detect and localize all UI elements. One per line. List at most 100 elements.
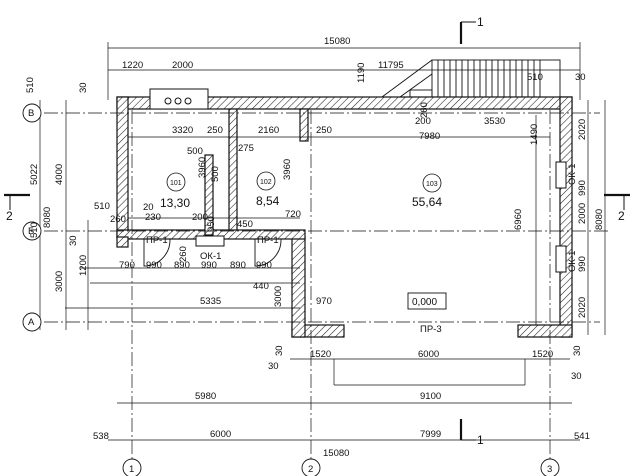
svg-text:500: 500 <box>187 146 203 157</box>
svg-text:2000: 2000 <box>172 60 193 71</box>
axis-bubbles <box>22 103 560 476</box>
section-mark-right: 2 <box>618 209 625 223</box>
svg-text:720: 720 <box>285 209 301 220</box>
svg-text:950: 950 <box>206 216 217 232</box>
axis-label-v: В <box>28 108 34 119</box>
label-ok1-right-top: ОК-1 <box>567 164 578 185</box>
svg-text:5335: 5335 <box>200 296 221 307</box>
svg-text:6000: 6000 <box>418 349 439 360</box>
svg-text:541: 541 <box>574 431 590 442</box>
svg-text:3960: 3960 <box>282 159 293 180</box>
svg-text:15080: 15080 <box>324 36 350 47</box>
svg-text:510: 510 <box>94 201 110 212</box>
svg-text:230: 230 <box>145 212 161 223</box>
svg-text:2020: 2020 <box>577 297 588 318</box>
room-102-area: 8,54 <box>256 194 280 208</box>
axis-label-a: А <box>28 317 35 328</box>
svg-text:440: 440 <box>253 281 269 292</box>
bottom-wall-right <box>517 324 573 338</box>
doors <box>143 238 345 335</box>
svg-text:2160: 2160 <box>258 125 279 136</box>
svg-text:5980: 5980 <box>195 391 216 402</box>
svg-text:7999: 7999 <box>420 429 441 440</box>
svg-text:990: 990 <box>146 260 162 271</box>
svg-text:1490: 1490 <box>529 124 540 145</box>
section-mark-top: 1 <box>477 15 484 29</box>
svg-text:30: 30 <box>268 361 279 372</box>
svg-text:1190: 1190 <box>356 63 367 83</box>
partition-right <box>299 108 309 142</box>
dimension-lines <box>39 42 606 441</box>
svg-text:5022: 5022 <box>29 164 40 185</box>
svg-text:9100: 9100 <box>420 391 441 402</box>
room-103-area: 55,64 <box>412 195 442 209</box>
dimension-texts: 15080 1220 2000 1190 11795 510 30 3320 2… <box>25 36 605 459</box>
room-102-number: 102 <box>260 179 272 186</box>
svg-text:4000: 4000 <box>54 164 65 185</box>
svg-text:510: 510 <box>29 222 40 238</box>
axis-label-3: 3 <box>547 464 552 475</box>
svg-text:510: 510 <box>527 72 543 83</box>
svg-text:990: 990 <box>201 260 217 271</box>
exterior-stair <box>381 59 561 98</box>
elevation-box <box>407 292 447 310</box>
svg-text:250: 250 <box>207 125 223 136</box>
section-mark-left: 2 <box>6 209 13 223</box>
svg-text:20: 20 <box>143 202 154 213</box>
label-ok1-right-bottom: ОК-1 <box>567 251 578 272</box>
svg-text:970: 970 <box>316 296 332 307</box>
room-101-area: 13,30 <box>160 196 190 210</box>
svg-text:3000: 3000 <box>273 286 284 307</box>
section-cuts <box>4 22 630 440</box>
svg-text:990: 990 <box>577 180 588 196</box>
svg-text:2020: 2020 <box>577 119 588 140</box>
label-pr1-b: ПР-1 <box>257 235 279 246</box>
svg-text:260: 260 <box>419 102 430 118</box>
svg-text:11795: 11795 <box>378 60 404 71</box>
vent-block <box>149 88 209 110</box>
svg-text:250: 250 <box>316 125 332 136</box>
svg-text:790: 790 <box>119 260 135 271</box>
svg-text:30: 30 <box>68 235 79 246</box>
svg-text:890: 890 <box>230 260 246 271</box>
svg-text:890: 890 <box>174 260 190 271</box>
svg-text:275: 275 <box>238 143 254 154</box>
section-arrows <box>9 21 625 441</box>
room-103-number: 103 <box>426 181 438 188</box>
svg-text:260: 260 <box>178 246 189 262</box>
svg-text:990: 990 <box>256 260 272 271</box>
axis-label-2: 2 <box>308 464 313 475</box>
inner-partition-101 <box>204 154 214 236</box>
svg-text:260: 260 <box>110 214 126 225</box>
right-windows <box>555 161 567 273</box>
svg-text:30: 30 <box>575 72 586 83</box>
elevation-value: 0,000 <box>412 297 437 308</box>
section-mark-bottom: 1 <box>477 433 484 447</box>
svg-text:200: 200 <box>192 212 208 223</box>
svg-text:30: 30 <box>572 345 583 356</box>
svg-text:7980: 7980 <box>419 131 440 142</box>
svg-text:30: 30 <box>571 371 582 382</box>
window-bottom-left <box>195 235 225 247</box>
label-pr1-a: ПР-1 <box>146 235 168 246</box>
svg-text:1520: 1520 <box>310 349 331 360</box>
label-pr3: ПР-3 <box>420 324 442 335</box>
label-ok1-bottom: ОК-1 <box>200 251 221 262</box>
walls <box>116 96 573 338</box>
svg-text:8080: 8080 <box>594 209 605 230</box>
axis-label-1: 1 <box>129 464 134 475</box>
svg-text:2000: 2000 <box>577 203 588 224</box>
svg-text:990: 990 <box>577 256 588 272</box>
svg-text:1520: 1520 <box>532 349 553 360</box>
room-101-number: 101 <box>170 180 182 187</box>
svg-text:6960: 6960 <box>513 209 524 230</box>
svg-text:3000: 3000 <box>54 271 65 292</box>
right-wall <box>559 96 573 338</box>
window-right-bottom <box>555 245 567 273</box>
svg-text:30: 30 <box>78 82 89 93</box>
svg-text:3530: 3530 <box>484 116 505 127</box>
svg-text:30: 30 <box>274 345 285 356</box>
svg-text:6000: 6000 <box>210 429 231 440</box>
svg-text:1200: 1200 <box>78 255 89 276</box>
